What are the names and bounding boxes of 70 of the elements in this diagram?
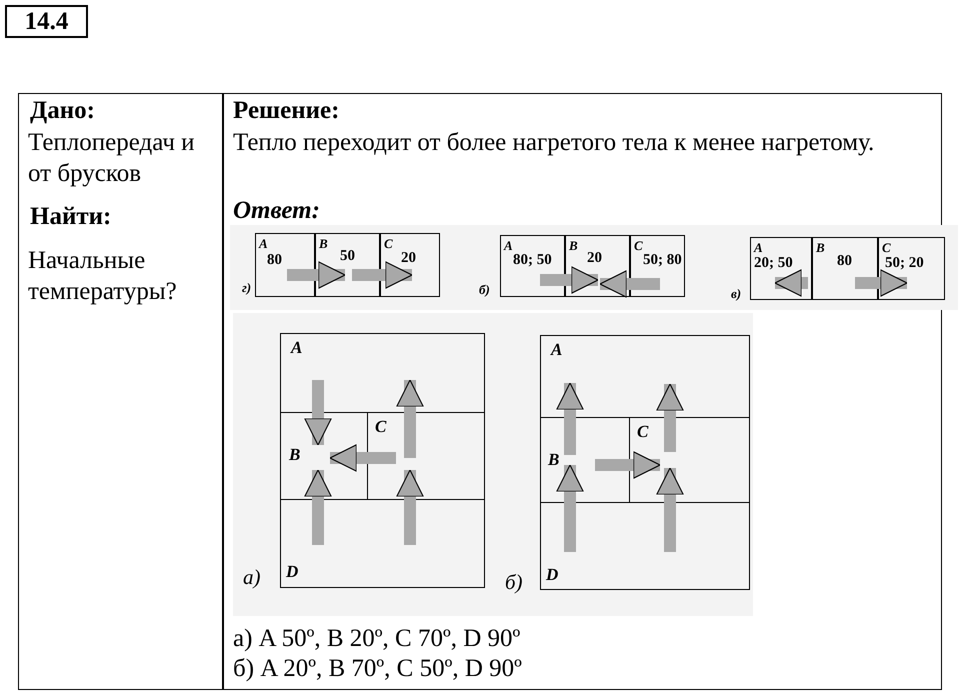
- bar-block: [500, 235, 565, 297]
- arrow: [329, 444, 396, 472]
- region-block: [540, 502, 750, 590]
- temperature-value: 20: [401, 250, 416, 267]
- block-letter: D: [286, 562, 298, 582]
- solution-text: Тепло переходит от более нагретого тела к менее нагретому.: [233, 128, 876, 158]
- block-letter: C: [882, 240, 891, 256]
- heading: Дано:: [30, 96, 96, 126]
- bar-block: [565, 235, 630, 297]
- region-block: [280, 333, 485, 413]
- block-letter: B: [569, 238, 578, 254]
- block-letter: B: [816, 240, 825, 256]
- arrow: [352, 261, 413, 289]
- temperature-value: 50; 20: [885, 255, 924, 272]
- arrow: [396, 379, 424, 458]
- block-letter: B: [319, 236, 328, 252]
- figure-label: б): [479, 282, 491, 298]
- figure-label: а): [243, 565, 262, 589]
- block-letter: A: [259, 236, 268, 252]
- bar-block: [630, 235, 685, 297]
- arrow: [855, 269, 908, 297]
- heading: Ответ:: [233, 196, 321, 226]
- given-text: Теплопередач и от брусков: [28, 128, 196, 189]
- temperature-value: 50; 80: [643, 252, 682, 269]
- answer-text: б) A 20º, B 70º, C 50º, D 90º: [233, 654, 523, 684]
- bar-block: [255, 233, 315, 297]
- heading: Найти:: [30, 202, 112, 232]
- arrow: [287, 261, 346, 289]
- bar-block: [750, 237, 812, 300]
- figure-label: г): [242, 280, 252, 296]
- bar-block: [380, 233, 440, 297]
- temperature-value: 80: [267, 252, 282, 269]
- temperature-value: 20; 50: [754, 255, 793, 272]
- block-letter: A: [551, 340, 562, 360]
- arrow: [595, 451, 661, 479]
- find-text: Начальные температуры?: [28, 246, 178, 307]
- bar-block: [812, 237, 878, 300]
- answer-text: а) A 50º, B 20º, C 70º, D 90º: [233, 624, 522, 654]
- arrow: [304, 469, 332, 545]
- arrow: [304, 380, 332, 446]
- problem-number: 14.4: [5, 5, 88, 38]
- arrow: [396, 469, 424, 545]
- temperature-value: 20: [587, 250, 602, 267]
- arrow: [774, 269, 808, 297]
- arrow: [656, 467, 684, 552]
- figure-label: б): [505, 570, 524, 594]
- block-letter: C: [634, 238, 643, 254]
- bar-block: [878, 237, 945, 300]
- temperature-value: 80; 50: [513, 252, 552, 269]
- figure-label: в): [731, 286, 742, 302]
- block-letter: C: [637, 422, 648, 442]
- block-letter: B: [548, 450, 560, 470]
- heading: Решение:: [233, 96, 340, 126]
- block-letter: A: [754, 240, 763, 256]
- arrow: [556, 382, 584, 455]
- region-block: [540, 335, 750, 418]
- region-block: [280, 499, 485, 588]
- arrow: [599, 270, 660, 298]
- block-letter: C: [375, 417, 386, 437]
- block-letter: D: [546, 565, 558, 585]
- temperature-value: 80: [837, 253, 852, 270]
- arrow: [556, 464, 584, 552]
- block-letter: B: [289, 445, 300, 465]
- arrow: [540, 266, 599, 294]
- block-letter: A: [504, 238, 513, 254]
- arrow: [656, 383, 684, 452]
- temperature-value: 50: [340, 248, 355, 265]
- bar-block: [315, 233, 380, 297]
- block-letter: A: [291, 338, 302, 358]
- block-letter: C: [384, 236, 393, 252]
